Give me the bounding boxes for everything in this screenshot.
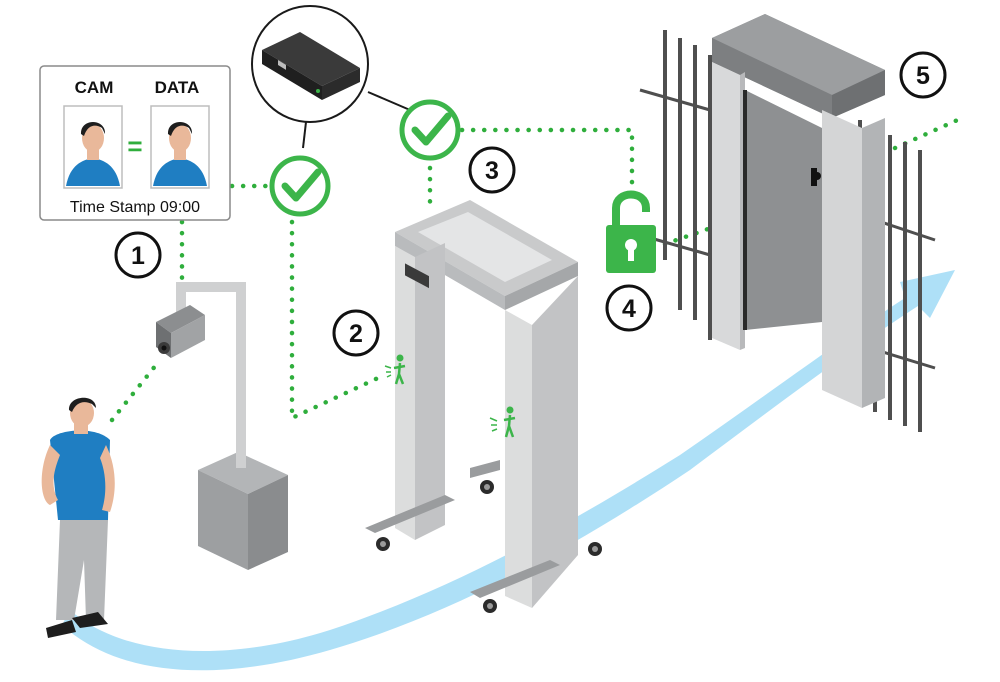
controller-device-callout: [251, 5, 411, 149]
step-badge-5: 5: [899, 51, 947, 99]
security-camera-icon: [156, 305, 205, 358]
svg-text:3: 3: [485, 157, 499, 185]
svg-text:1: 1: [131, 242, 145, 270]
detected-person-icon: [489, 406, 516, 438]
camera-pole: [176, 282, 288, 570]
metal-detector: [365, 200, 602, 613]
cam-face-photo: [63, 105, 123, 189]
line-check-to-gate: [289, 219, 381, 422]
turnstile-gate: [712, 14, 885, 408]
step-badge-1: 1: [114, 231, 162, 279]
step-badge-3: 3: [468, 146, 516, 194]
detected-person-icon: [384, 354, 406, 385]
check-icon: [399, 99, 461, 161]
controller-device-icon: [262, 32, 360, 100]
identity-card: CAM DATA = Time Stamp 09:00: [39, 65, 231, 221]
data-face-photo: [150, 105, 210, 189]
timestamp: Time Stamp 09:00: [70, 199, 200, 216]
step-badge-4: 4: [605, 284, 653, 332]
equals-sign: =: [127, 131, 142, 161]
unlock-icon: [606, 190, 656, 273]
svg-text:2: 2: [349, 320, 363, 348]
line-check2-to-lock: [459, 127, 635, 193]
svg-text:4: 4: [622, 295, 636, 323]
svg-text:5: 5: [916, 62, 930, 90]
line-camera-to-card: [109, 357, 163, 423]
cam-label: CAM: [75, 78, 114, 97]
step-badge-2: 2: [332, 309, 380, 357]
check-icon: [269, 155, 331, 217]
data-label: DATA: [155, 78, 200, 97]
person-figure: [41, 397, 115, 638]
